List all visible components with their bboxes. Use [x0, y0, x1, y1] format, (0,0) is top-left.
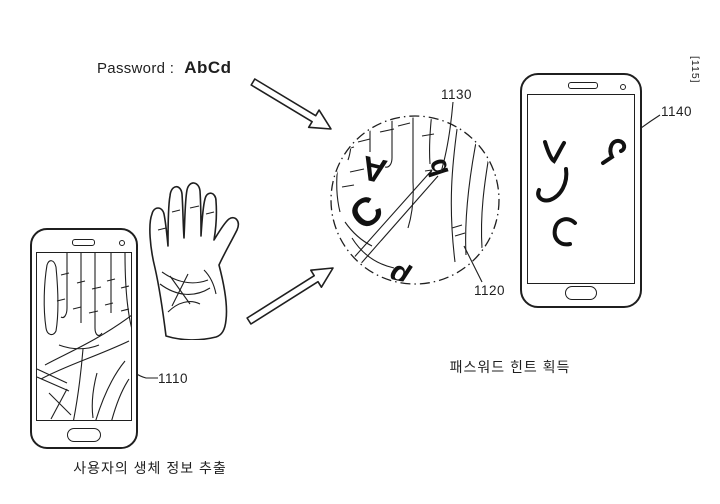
leader-line-1130 [440, 101, 454, 173]
password-hint-strokes [536, 138, 627, 247]
ref-1130: 1130 [441, 87, 473, 102]
ref-1120: 1120 [474, 283, 506, 298]
hint-stroke-s [601, 138, 627, 165]
password-row: Password : AbCd [97, 58, 232, 78]
phone-home-button-icon [565, 286, 597, 300]
ref-1140: 1140 [661, 104, 693, 119]
phone-home-button-icon [67, 428, 101, 442]
hidden-letter-A: A [358, 148, 390, 191]
right-phone-caption: 패스워드 힌트 획득 [449, 359, 571, 375]
phone-speaker-icon [568, 82, 598, 89]
right-phone-screen [527, 94, 635, 284]
right-phone [520, 73, 642, 308]
hint-stroke-c [552, 217, 577, 247]
palm-scan-art [37, 253, 131, 420]
ref-1110: 1110 [158, 371, 189, 386]
hint-stroke-j [536, 167, 569, 203]
arrow-password-to-magnifier-icon [250, 78, 332, 130]
hidden-letter-d: d [384, 254, 417, 292]
magnified-palm-art: A C b d [336, 117, 491, 292]
hidden-letter-C: C [341, 187, 392, 239]
arrow-phone-to-magnifier-icon [246, 267, 334, 325]
magnifier-circle [330, 115, 500, 285]
hand-illustration [149, 182, 240, 340]
password-value: AbCd [184, 58, 232, 77]
hint-stroke-v [543, 140, 566, 164]
hidden-letter-b: b [420, 155, 455, 181]
margin-note: [115] [689, 56, 701, 84]
left-phone-caption: 사용자의 생체 정보 추출 [73, 460, 227, 476]
phone-camera-icon [620, 84, 626, 90]
phone-speaker-icon [72, 239, 95, 246]
left-phone [30, 228, 138, 449]
password-label: Password : [97, 60, 175, 77]
phone-camera-icon [119, 240, 125, 246]
left-phone-screen [36, 252, 132, 421]
leader-line-1120 [463, 245, 483, 283]
